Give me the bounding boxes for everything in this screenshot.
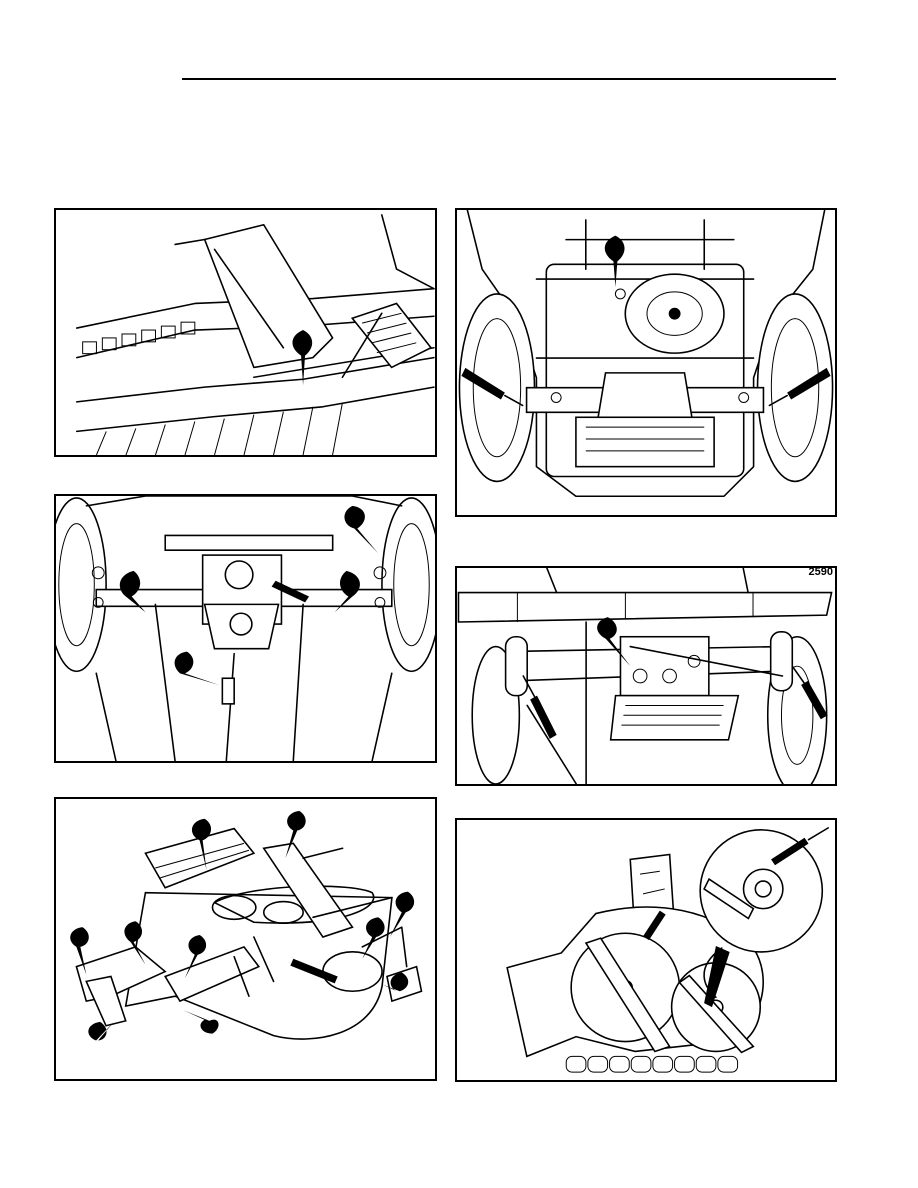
figure-code: 2590 — [809, 566, 833, 578]
front-axle-side-illustration — [457, 568, 835, 784]
blade-spindle-illustration — [457, 820, 835, 1080]
oil-can-drop-icon — [175, 652, 220, 685]
oil-can-drop-icon — [382, 973, 408, 992]
figure-rear-axle-underside — [455, 208, 837, 517]
figure-front-axle-underside — [54, 494, 437, 763]
front-axle-illustration — [56, 496, 435, 761]
figure-mower-deck — [54, 797, 437, 1081]
figure-chassis-oil-point — [54, 208, 437, 457]
chassis-illustration — [56, 210, 435, 455]
oil-can-drop-icon — [183, 1010, 219, 1034]
figure-blade-spindles — [455, 818, 837, 1082]
mower-deck-illustration — [56, 799, 435, 1079]
figure-front-axle-side: 2590 — [455, 566, 837, 786]
oil-can-drop-icon — [344, 506, 378, 553]
rear-axle-illustration — [457, 210, 835, 515]
header-rule — [182, 78, 836, 80]
